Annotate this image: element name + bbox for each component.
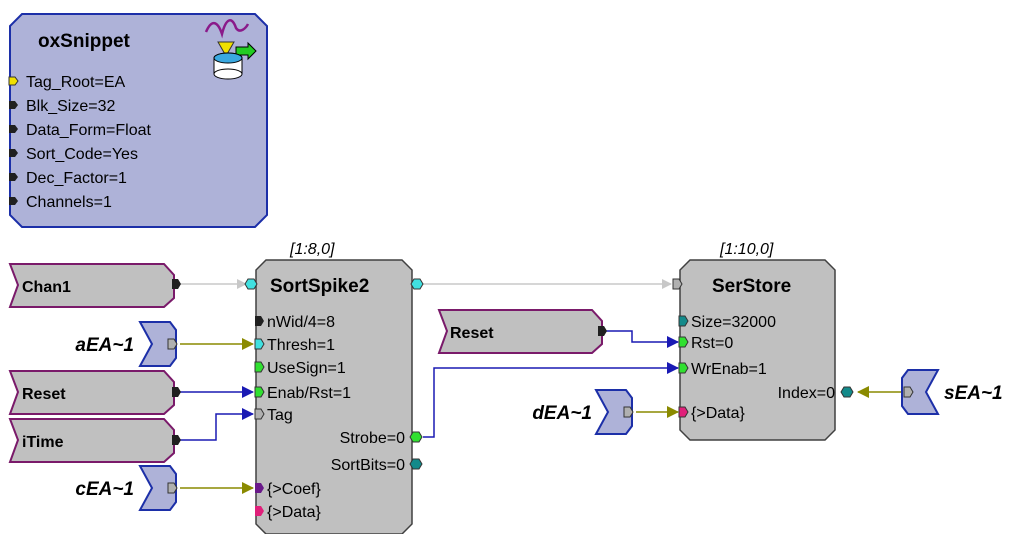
port-icon xyxy=(172,279,181,289)
snippet-param: Sort_Code=Yes xyxy=(26,146,138,163)
sortspike2-index: [1:8,0] xyxy=(289,241,335,258)
wire xyxy=(178,408,254,441)
source-chan1[interactable]: Chan1 xyxy=(8,263,181,308)
source-label: Reset xyxy=(22,386,66,403)
port-icon xyxy=(409,458,423,470)
port-icon xyxy=(244,278,258,290)
port-icon xyxy=(167,482,178,494)
tag-label: cEA~1 xyxy=(75,479,134,500)
source-label: Reset xyxy=(450,325,494,342)
source-reset-2[interactable]: Reset xyxy=(437,309,607,354)
serstore-index: [1:10,0] xyxy=(719,241,774,258)
tag-aea[interactable]: aEA~1 xyxy=(75,321,178,367)
oxsnippet-block[interactable]: oxSnippet Tag_Root=EA Blk_Size=32 Data_F… xyxy=(8,13,268,228)
source-label: Chan1 xyxy=(22,279,71,296)
snippet-param: Tag_Root=EA xyxy=(26,74,126,91)
tag-cea[interactable]: cEA~1 xyxy=(75,465,178,511)
port-icon xyxy=(678,315,689,327)
port-icon xyxy=(255,506,264,516)
tag-dea[interactable]: dEA~1 xyxy=(532,389,634,435)
port-icon xyxy=(678,362,689,374)
sortspike2-input: {>Data} xyxy=(267,504,321,521)
port-icon xyxy=(623,406,634,418)
port-icon xyxy=(8,76,19,86)
port-icon xyxy=(9,173,18,181)
port-icon xyxy=(9,197,18,205)
port-icon xyxy=(409,431,423,443)
source-itime[interactable]: iTime xyxy=(8,418,181,463)
source-reset[interactable]: Reset xyxy=(8,370,181,415)
sortspike2-title: SortSpike2 xyxy=(270,276,369,297)
port-icon xyxy=(410,278,424,290)
port-icon xyxy=(9,125,18,133)
sortspike2-block[interactable]: [1:8,0] SortSpike2 nWid/4=8 Thresh=1 Use… xyxy=(244,241,424,534)
snippet-param: Blk_Size=32 xyxy=(26,98,115,115)
serstore-output: Index=0 xyxy=(778,385,835,402)
wire xyxy=(423,362,679,438)
port-icon xyxy=(678,406,689,418)
port-icon xyxy=(672,278,683,290)
port-icon xyxy=(840,386,854,398)
port-icon xyxy=(255,316,264,326)
port-icon xyxy=(254,338,265,350)
snippet-param: Data_Form=Float xyxy=(26,122,151,139)
wire xyxy=(606,330,679,348)
port-icon xyxy=(254,386,265,398)
sortspike2-input: Tag xyxy=(267,407,293,424)
serstore-input: {>Data} xyxy=(691,405,745,422)
tag-label: dEA~1 xyxy=(532,403,592,424)
tag-label: sEA~1 xyxy=(944,383,1003,404)
port-icon xyxy=(172,435,181,445)
wires xyxy=(178,279,902,494)
tag-sea[interactable]: sEA~1 xyxy=(901,369,1003,415)
serstore-input: Rst=0 xyxy=(691,335,733,352)
port-icon xyxy=(903,386,914,398)
tag-label: aEA~1 xyxy=(75,335,134,356)
port-icon xyxy=(255,483,264,493)
snippet-param: Channels=1 xyxy=(26,194,112,211)
source-label: iTime xyxy=(22,434,64,451)
sortspike2-input: Thresh=1 xyxy=(267,337,335,354)
sortspike2-input: UseSign=1 xyxy=(267,360,346,377)
port-icon xyxy=(254,408,265,420)
port-icon xyxy=(167,338,178,350)
serstore-title: SerStore xyxy=(712,276,791,297)
port-icon xyxy=(254,361,265,373)
serstore-input: Size=32000 xyxy=(691,314,776,331)
port-icon xyxy=(678,336,689,348)
port-icon xyxy=(598,326,607,336)
sortspike2-input: nWid/4=8 xyxy=(267,314,335,331)
sortspike2-output: Strobe=0 xyxy=(340,430,405,447)
sortspike2-input: {>Coef} xyxy=(267,481,321,498)
sortspike2-input: Enab/Rst=1 xyxy=(267,385,351,402)
port-icon xyxy=(172,387,181,397)
sortspike2-output: SortBits=0 xyxy=(331,457,405,474)
snippet-icon xyxy=(204,19,257,80)
serstore-input: WrEnab=1 xyxy=(691,361,767,378)
oxsnippet-title: oxSnippet xyxy=(38,31,131,52)
port-icon xyxy=(9,101,18,109)
serstore-block[interactable]: [1:10,0] SerStore Size=32000 Rst=0 WrEna… xyxy=(672,241,854,441)
port-icon xyxy=(9,149,18,157)
snippet-param: Dec_Factor=1 xyxy=(26,170,127,187)
